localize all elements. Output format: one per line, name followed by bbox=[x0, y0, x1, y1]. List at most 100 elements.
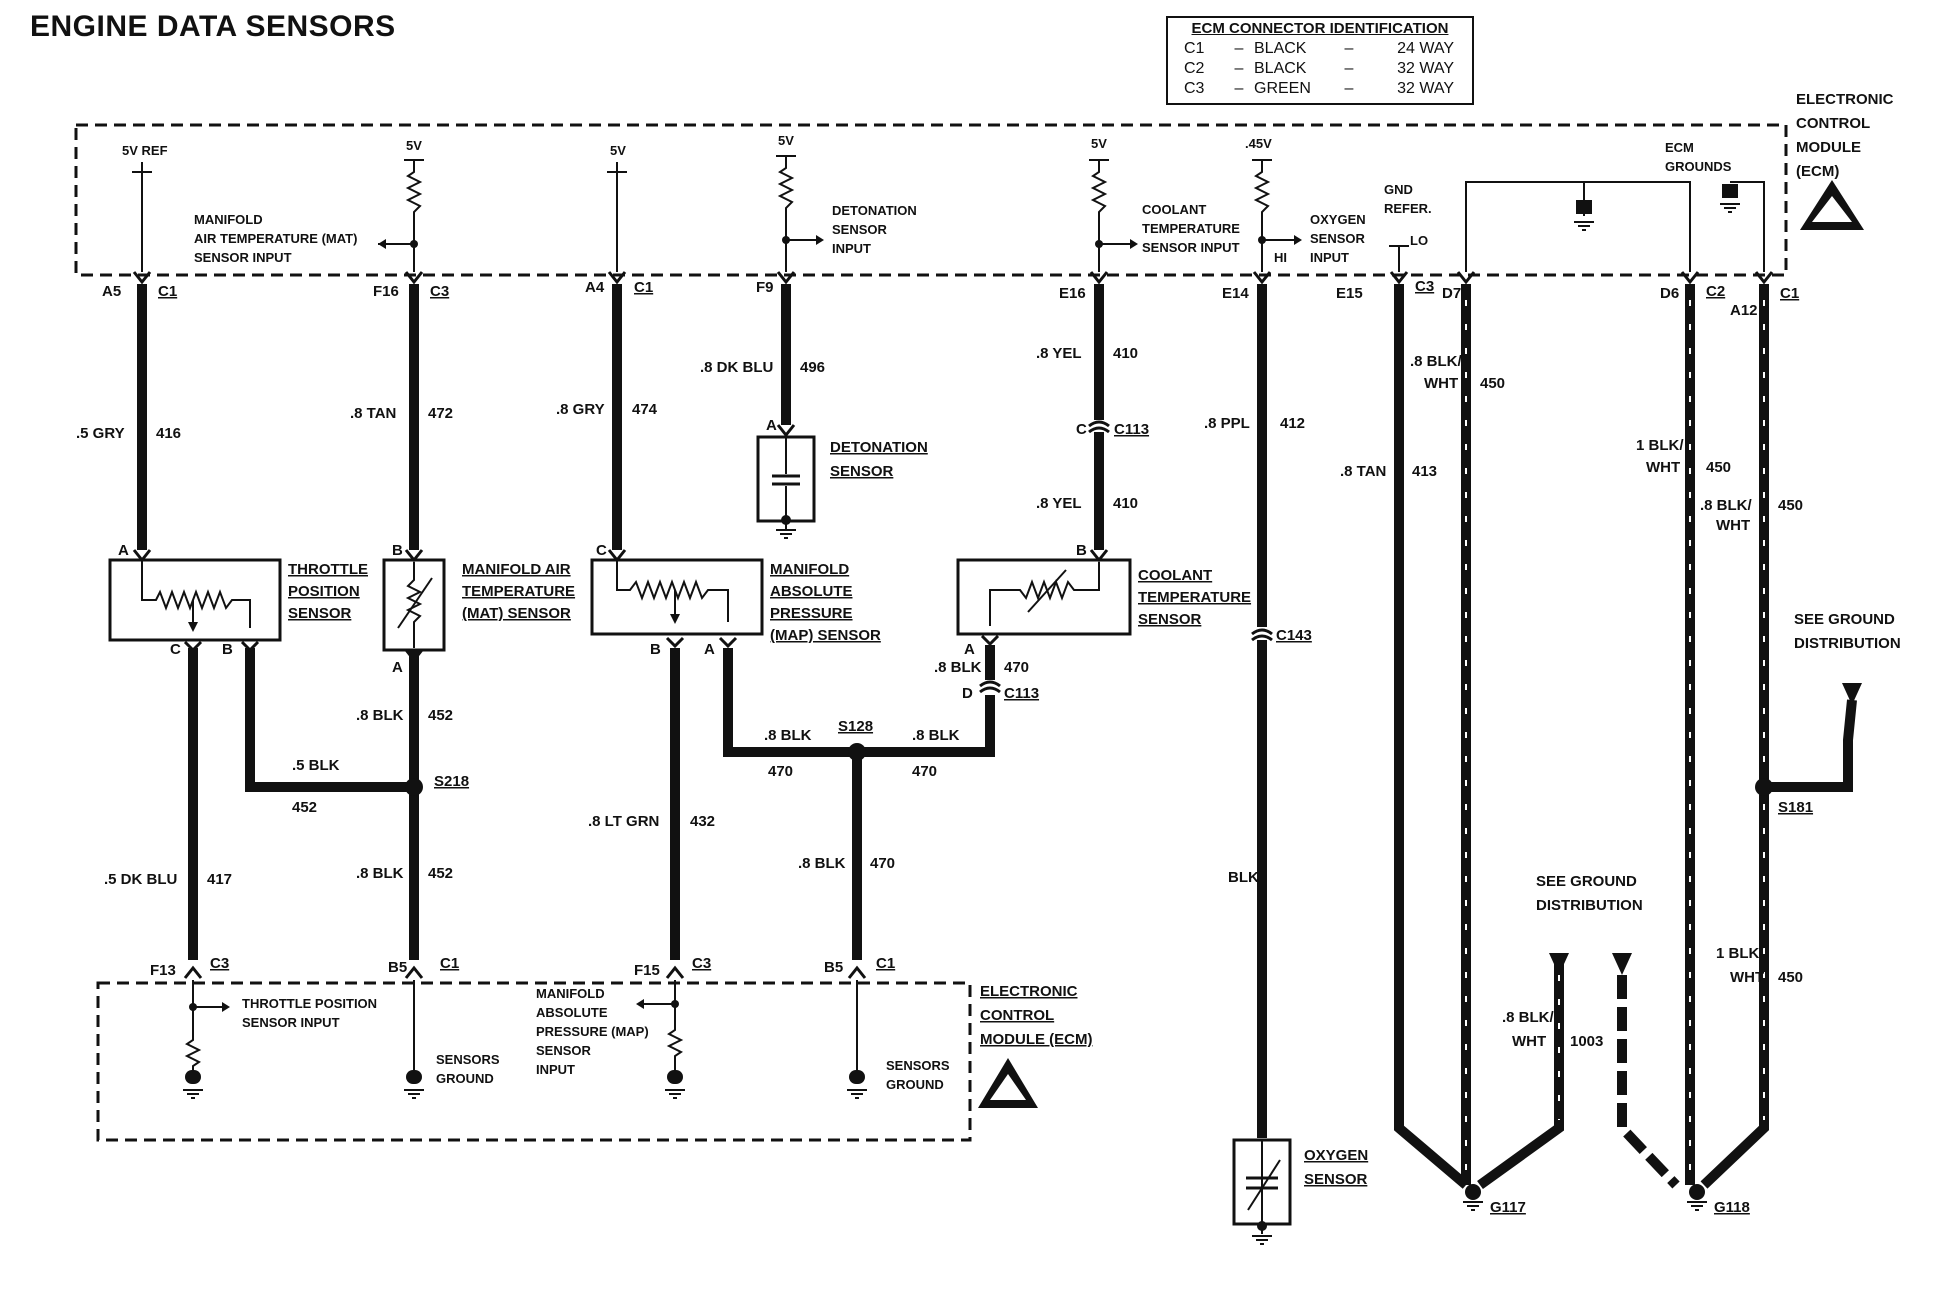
wire-color: .8 BLK bbox=[912, 727, 960, 744]
splice-s218 bbox=[405, 778, 423, 796]
resistor-icon bbox=[1253, 160, 1271, 272]
connector-pin: C bbox=[1076, 421, 1087, 438]
connector-label: C113 bbox=[1114, 421, 1149, 438]
wire-number: 472 bbox=[428, 405, 453, 422]
table-cell: GREEN bbox=[1254, 80, 1311, 97]
label-text: (ECM) bbox=[1796, 163, 1839, 180]
ground-icon bbox=[846, 1089, 868, 1099]
input-label: ECM bbox=[1665, 140, 1694, 155]
sensor-label: SENSOR bbox=[288, 605, 352, 622]
wire-number: 470 bbox=[1004, 659, 1029, 676]
voltage-label: 5V REF bbox=[122, 143, 168, 158]
wire-color: WHT bbox=[1646, 459, 1680, 476]
wire-color: .8 LT GRN bbox=[588, 813, 659, 830]
wire-450 bbox=[1700, 284, 1769, 1189]
sensor-pin: B bbox=[1076, 542, 1087, 559]
input-label: COOLANT bbox=[1142, 202, 1206, 217]
input-label: OXYGEN bbox=[1310, 212, 1366, 227]
voltage-label: 5V bbox=[778, 133, 794, 148]
sensor-label: MANIFOLD AIR bbox=[462, 561, 571, 578]
wire-number: 432 bbox=[690, 813, 715, 830]
ground-icon bbox=[1722, 184, 1738, 198]
wire-color: .8 YEL bbox=[1036, 345, 1082, 362]
wire-color: WHT bbox=[1512, 1033, 1546, 1050]
hi-label: HI bbox=[1274, 250, 1287, 265]
ground-label: G118 bbox=[1714, 1199, 1750, 1216]
wire-number: 450 bbox=[1778, 497, 1803, 514]
input-label: SENSORS bbox=[436, 1052, 500, 1067]
ground-label: G117 bbox=[1490, 1199, 1526, 1216]
sensor-label: TEMPERATURE bbox=[1138, 589, 1251, 606]
wire-color: .8 TAN bbox=[350, 405, 396, 422]
connector-label: C3 bbox=[692, 955, 711, 972]
ground-icon bbox=[182, 1089, 204, 1099]
connector-label: C3 bbox=[210, 955, 229, 972]
wire-color: .8 BLK/ bbox=[1700, 497, 1753, 514]
label-text: ELECTRONIC bbox=[980, 983, 1078, 1000]
label-text: CONTROL bbox=[980, 1007, 1054, 1024]
wire-number: 452 bbox=[428, 707, 453, 724]
wire-number: 450 bbox=[1706, 459, 1731, 476]
node-dot bbox=[1257, 1221, 1267, 1231]
ground-icon bbox=[1251, 1235, 1273, 1245]
sensor-pin: A bbox=[704, 641, 715, 658]
connector-marks bbox=[132, 271, 1774, 285]
sensor-pin: A bbox=[964, 641, 975, 658]
resistor-icon bbox=[1090, 160, 1108, 272]
table-cell: – bbox=[1234, 40, 1244, 57]
ground-distribution-arrow-icon bbox=[1612, 953, 1632, 975]
wire-number: 410 bbox=[1113, 495, 1138, 512]
sensor-label: (MAT) SENSOR bbox=[462, 605, 571, 622]
wire bbox=[1465, 181, 1691, 272]
table-cell: 24 WAY bbox=[1397, 40, 1454, 57]
pin-label: A4 bbox=[585, 279, 605, 296]
wire-1003 bbox=[1477, 960, 1564, 1190]
resistor-icon bbox=[616, 560, 729, 622]
node-dot bbox=[671, 1000, 679, 1008]
ground-icon bbox=[1719, 203, 1741, 213]
ground-distribution-arrow-icon bbox=[1842, 683, 1862, 705]
thermistor-icon bbox=[397, 577, 433, 629]
wire-number: 410 bbox=[1113, 345, 1138, 362]
ground-point-g118 bbox=[1689, 1184, 1705, 1200]
sensor-label: DETONATION bbox=[830, 439, 928, 456]
sensor-label: ABSOLUTE bbox=[770, 583, 853, 600]
ground-point-g117 bbox=[1465, 1184, 1481, 1200]
wire-452 bbox=[245, 648, 414, 792]
input-label: PRESSURE (MAP) bbox=[536, 1024, 649, 1039]
sensor-label: COOLANT bbox=[1138, 567, 1212, 584]
input-label: INPUT bbox=[536, 1062, 575, 1077]
connector-mark bbox=[240, 640, 260, 653]
wire-450 bbox=[1764, 699, 1857, 792]
pin-label: E15 bbox=[1336, 285, 1363, 302]
wire-number: 470 bbox=[870, 855, 895, 872]
ground-icon bbox=[667, 1070, 683, 1084]
label-text: MODULE (ECM) bbox=[980, 1031, 1093, 1048]
arrow-icon bbox=[1294, 235, 1302, 245]
ground-icon bbox=[775, 529, 797, 539]
arrow-icon bbox=[816, 235, 824, 245]
resistor-icon bbox=[405, 160, 423, 272]
sensor-label: MANIFOLD bbox=[770, 561, 849, 578]
sensor-label: TEMPERATURE bbox=[462, 583, 575, 600]
wire-number: 452 bbox=[428, 865, 453, 882]
sensor-pin: A bbox=[392, 659, 403, 676]
thermistor-icon bbox=[1027, 569, 1067, 613]
connector-mark bbox=[980, 634, 1000, 647]
arrow-icon bbox=[636, 999, 644, 1009]
input-label: MANIFOLD bbox=[194, 212, 263, 227]
pin-label: E16 bbox=[1059, 285, 1086, 302]
pin-label: F15 bbox=[634, 962, 660, 979]
splice-s128 bbox=[848, 743, 866, 761]
connector-mark bbox=[1089, 549, 1109, 563]
input-label: MANIFOLD bbox=[536, 986, 605, 1001]
ecm-bottom-box bbox=[96, 981, 972, 1142]
page-title: ENGINE DATA SENSORS bbox=[30, 10, 396, 43]
sensor-pin: A bbox=[118, 542, 129, 559]
node-dot bbox=[189, 1003, 197, 1011]
wire-color: .8 DK BLU bbox=[700, 359, 773, 376]
ecm-top-label: ELECTRONIC CONTROL MODULE (ECM) bbox=[1796, 91, 1894, 180]
label-text: ELECTRONIC bbox=[1796, 91, 1894, 108]
arrow-icon bbox=[670, 614, 680, 624]
ground-icon bbox=[1576, 200, 1592, 214]
